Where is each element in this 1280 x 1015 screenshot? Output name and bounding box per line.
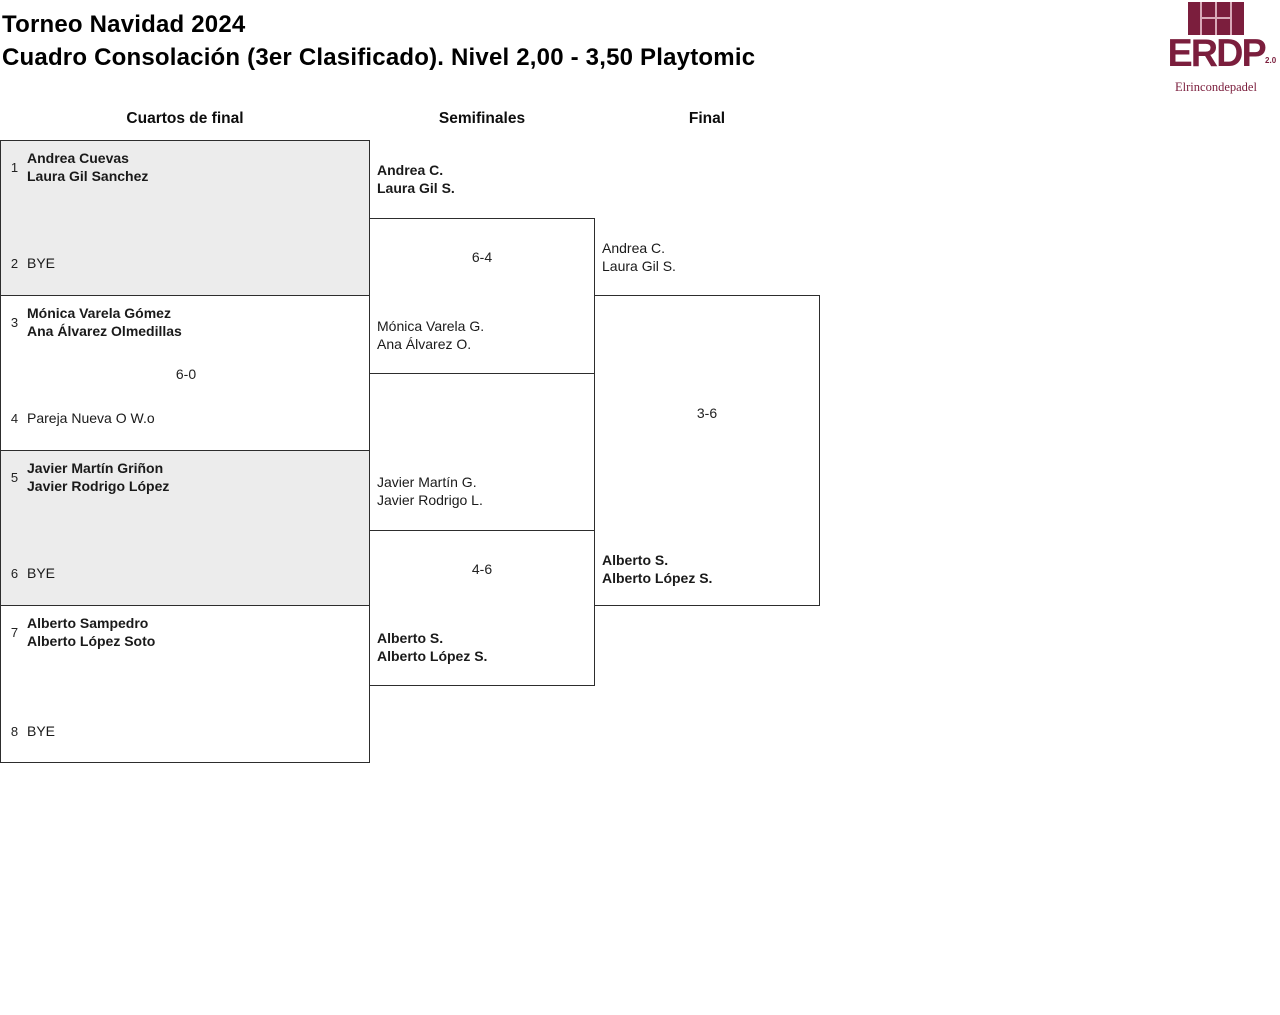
match-score: 3-6 [696,405,718,421]
team-name: Alberto Sampedro Alberto López Soto [27,614,155,650]
player-name: Andrea C. [602,240,666,256]
player-name: Alberto S. [377,630,444,646]
team-name: Alberto S. Alberto López S. [377,629,487,665]
match-score: 4-6 [471,561,493,577]
column-header-final: Final [688,110,726,127]
team-name: BYE [27,722,55,740]
team-name: Alberto S. Alberto López S. [602,551,712,587]
player-name: Javier Rodrigo L. [377,492,483,508]
tournament-name: Torneo Navidad 2024 [2,11,246,38]
player-name: Alberto Sampedro [27,615,149,631]
seed-number: 7 [10,624,19,640]
seed-number: 1 [10,159,19,175]
match-score: 6-0 [175,366,197,382]
team-name: Andrea Cuevas Laura Gil Sanchez [27,149,148,185]
player-name: Laura Gil S. [602,258,676,274]
logo-acronym: ERDP [1167,32,1266,75]
seed-number: 4 [10,410,19,426]
team-name: Mónica Varela G. Ana Álvarez O. [377,317,484,353]
player-name: BYE [27,723,56,739]
team-name: Andrea C. Laura Gil S. [602,239,676,275]
padel-court-icon [1188,2,1244,35]
bracket-entry: 1 Andrea Cuevas Laura Gil Sanchez [7,149,149,185]
player-name: Ana Álvarez O. [377,336,472,352]
player-name: Andrea Cuevas [27,150,129,166]
player-name: Javier Rodrigo López [27,478,170,494]
match-box-qf4: 7 Alberto Sampedro Alberto López Soto 8 … [0,605,370,763]
player-name: Alberto López Soto [27,633,156,649]
team-name: Andrea C. Laura Gil S. [377,161,455,197]
bracket-entry: 8 BYE [7,722,55,740]
match-box-sf2 [369,530,595,686]
player-name: Laura Gil S. [377,180,455,196]
bracket-entry: 2 BYE [7,254,55,272]
player-name: Mónica Varela Gómez [27,305,171,321]
player-name: Pareja Nueva O W.o [27,410,155,426]
player-name: Alberto S. [602,552,669,568]
logo-version: 2.0 [1265,56,1277,65]
team-name: Pareja Nueva O W.o [27,409,155,427]
seed-number: 8 [10,723,19,739]
bracket-entry: 7 Alberto Sampedro Alberto López Soto [7,614,155,650]
team-name: BYE [27,254,55,272]
seed-number: 6 [10,565,19,581]
player-name: Laura Gil Sanchez [27,168,149,184]
erdp-logo: ERDP 2.0 Elrincondepadel [1158,2,1276,95]
player-name: Javier Martín Griñon [27,460,164,476]
seed-number: 5 [10,469,19,485]
bracket-entry: 6 BYE [7,564,55,582]
team-name: BYE [27,564,55,582]
seed-number: 3 [10,314,19,330]
player-name: Andrea C. [377,162,444,178]
player-name: Ana Álvarez Olmedillas [27,323,182,339]
player-name: BYE [27,565,56,581]
column-header-semifinals: Semifinales [438,110,526,127]
bracket-entry: 4 Pareja Nueva O W.o [7,409,155,427]
match-box-qf1: 1 Andrea Cuevas Laura Gil Sanchez 2 BYE [0,140,370,295]
player-name: Javier Martín G. [377,474,477,490]
bracket-entry: 5 Javier Martín Griñon Javier Rodrigo Ló… [7,459,169,495]
bracket-subtitle: Cuadro Consolación (3er Clasificado). Ni… [2,44,756,71]
player-name: Mónica Varela G. [377,318,485,334]
match-score: 6-4 [471,249,493,265]
team-name: Javier Martín Griñon Javier Rodrigo Lópe… [27,459,169,495]
logo-wordmark: ERDP 2.0 [1166,32,1276,80]
match-box-qf2: 3 Mónica Varela Gómez Ana Álvarez Olmedi… [0,295,370,450]
player-name: BYE [27,255,56,271]
match-box-final [594,295,820,606]
bracket-entry: 3 Mónica Varela Gómez Ana Álvarez Olmedi… [7,304,182,340]
column-header-quarterfinals: Cuartos de final [126,110,244,127]
logo-name: Elrincondepadel [1175,80,1257,94]
player-name: Alberto López S. [377,648,488,664]
team-name: Mónica Varela Gómez Ana Álvarez Olmedill… [27,304,182,340]
match-box-qf3: 5 Javier Martín Griñon Javier Rodrigo Ló… [0,450,370,605]
player-name: Alberto López S. [602,570,713,586]
team-name: Javier Martín G. Javier Rodrigo L. [377,473,483,509]
page-title: Torneo Navidad 2024 Cuadro Consolación (… [2,8,755,74]
seed-number: 2 [10,255,19,271]
